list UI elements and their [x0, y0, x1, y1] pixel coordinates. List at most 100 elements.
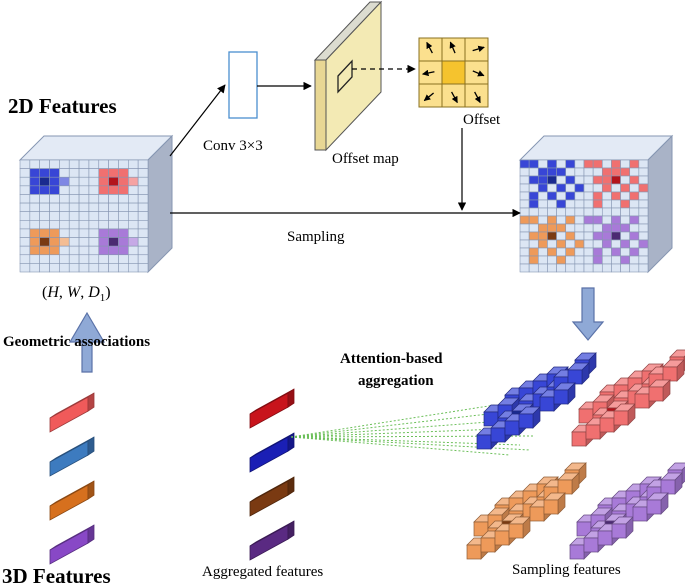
grid-cell — [29, 220, 40, 230]
grid-cell — [629, 199, 640, 209]
grid-cell — [59, 168, 70, 178]
grid-cell — [137, 168, 149, 178]
grid-cell — [611, 167, 621, 177]
grid-cell — [547, 263, 557, 273]
grid-cell — [629, 175, 640, 185]
grid-cell — [583, 199, 594, 209]
grid-cell — [39, 176, 50, 187]
grid-cell — [59, 159, 70, 169]
3d-feature-bars — [49, 392, 95, 565]
grid-cell — [59, 263, 70, 273]
grid-cell — [611, 223, 621, 233]
feature-cluster — [571, 349, 685, 447]
grid-cell — [583, 167, 594, 177]
grid-cell — [574, 183, 585, 193]
offset-arrow — [449, 41, 456, 54]
grid-cell — [592, 263, 603, 273]
grid-cell — [601, 207, 612, 217]
grid-cell — [556, 231, 567, 241]
offset-arrow — [451, 91, 458, 104]
grid-cell — [601, 175, 612, 185]
grid-cell — [547, 239, 557, 249]
sample-voxel — [567, 362, 590, 385]
grid-cell — [565, 215, 576, 225]
grid-cell — [128, 245, 139, 256]
attention-lines — [290, 404, 536, 456]
grid-cell — [556, 159, 567, 169]
cube-side-face — [647, 134, 673, 274]
grid-cell — [19, 202, 31, 212]
title-2d-features: 2D Features — [8, 94, 117, 118]
grid-cell — [49, 228, 60, 238]
grid-cell — [98, 159, 109, 169]
grid-cell — [118, 202, 129, 212]
grid-cell — [583, 231, 594, 241]
grid-cell — [638, 255, 649, 265]
grid-cell — [98, 176, 109, 187]
sample-voxel — [662, 359, 685, 382]
grid-cell — [611, 207, 621, 217]
grid-cell — [519, 159, 530, 169]
grid-cell — [528, 239, 539, 249]
grid-cell — [39, 159, 50, 169]
offset-arrow — [472, 45, 485, 53]
grid-cell — [592, 231, 603, 241]
grid-cell — [601, 223, 612, 233]
grid-cell — [638, 191, 649, 201]
grid-cell — [565, 231, 576, 241]
grid-cell — [59, 237, 70, 247]
grid-cell — [19, 237, 31, 247]
attention-line — [290, 435, 536, 438]
grid-cell — [537, 159, 548, 169]
feature-bar-3d — [49, 436, 95, 477]
grid-cell — [537, 239, 548, 249]
grid-cell — [88, 185, 100, 195]
grid-cell — [574, 199, 585, 209]
grid-cell — [137, 254, 149, 264]
grid-cell — [78, 263, 90, 273]
grid-cell — [528, 167, 539, 177]
sample-voxel — [557, 472, 580, 495]
grid-cell — [556, 207, 567, 217]
grid-cell — [78, 237, 90, 247]
grid-cell — [98, 185, 109, 195]
sample-voxel — [611, 516, 634, 539]
grid-cell — [108, 237, 119, 247]
grid-cell — [519, 239, 530, 249]
grid-cell — [601, 263, 612, 273]
grid-cell — [118, 228, 129, 238]
grid-cell — [519, 223, 530, 233]
grid-cell — [88, 159, 100, 169]
grid-cell — [565, 183, 576, 193]
grid-cell — [519, 247, 530, 257]
grid-cell — [629, 223, 640, 233]
grid-cell — [556, 167, 567, 177]
grid-cell — [39, 168, 50, 178]
grid-cell — [620, 223, 631, 233]
grid-cell — [19, 220, 31, 230]
grid-cell — [39, 245, 50, 256]
grid-cell — [137, 159, 149, 169]
grid-cell — [547, 247, 557, 257]
grid-cell — [108, 194, 119, 204]
grid-cell — [98, 202, 109, 212]
grid-cell — [19, 228, 31, 238]
grid-cell — [519, 215, 530, 225]
grid-cell — [78, 220, 90, 230]
grid-cell — [128, 237, 139, 247]
grid-cell — [108, 254, 119, 264]
grid-cell — [611, 239, 621, 249]
grid-cell — [118, 211, 129, 221]
grid-cell — [78, 159, 90, 169]
grid-cell — [565, 239, 576, 249]
feature-cluster — [569, 462, 685, 560]
grid-cell — [638, 207, 649, 217]
grid-cell — [620, 191, 631, 201]
grid-cell — [78, 211, 90, 221]
sample-voxel — [646, 492, 669, 515]
grid-cell — [98, 228, 109, 238]
grid-cell — [547, 159, 557, 169]
grid-cell — [583, 239, 594, 249]
grid-cell — [98, 168, 109, 178]
grid-cell — [68, 263, 80, 273]
